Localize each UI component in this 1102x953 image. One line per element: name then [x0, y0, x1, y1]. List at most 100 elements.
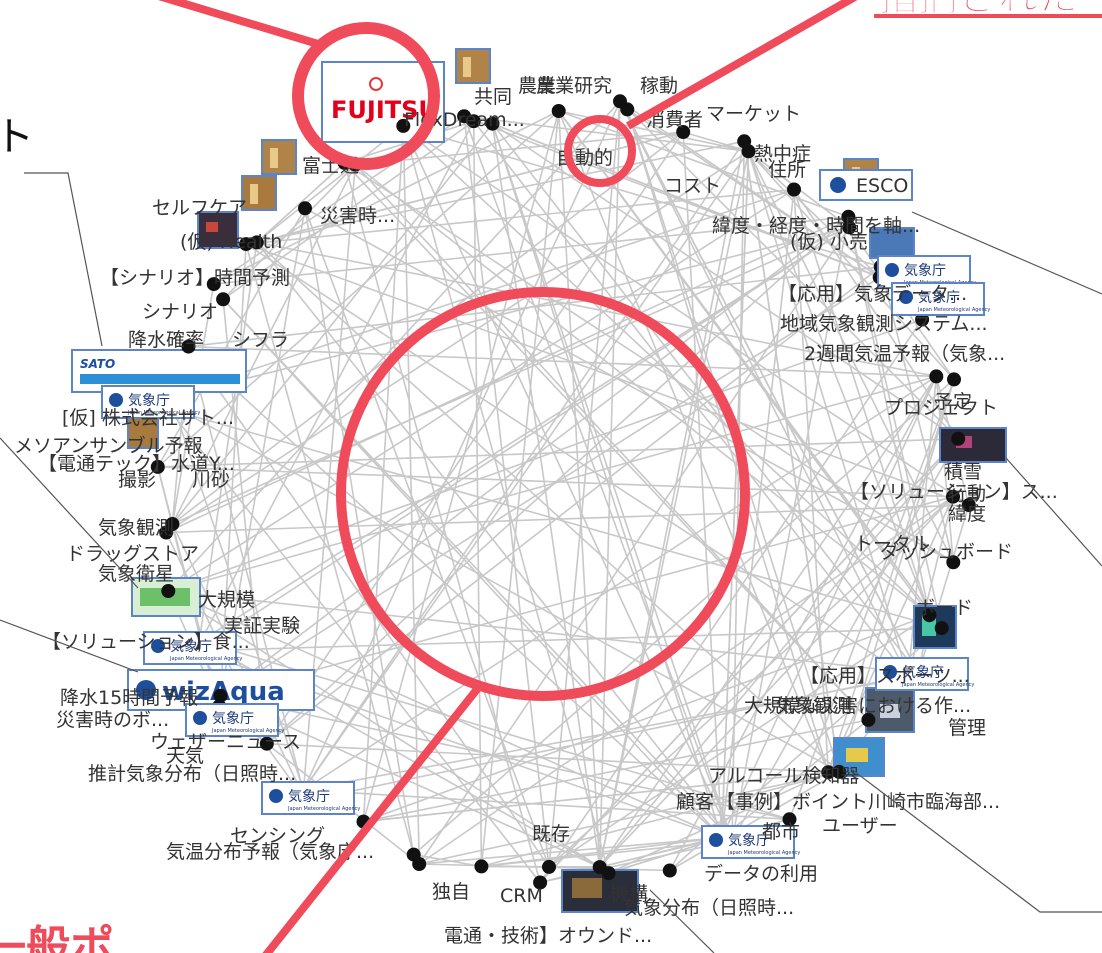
node-label: 地域気象観測システム...: [780, 313, 988, 335]
edge-line: [187, 346, 723, 839]
graph-node[interactable]: [737, 134, 752, 149]
graph-node[interactable]: [533, 875, 548, 890]
graph-node[interactable]: [298, 201, 312, 216]
node-label: プロジェクト: [884, 397, 998, 419]
graph-node[interactable]: [929, 369, 944, 384]
graph-node[interactable]: [213, 688, 228, 703]
graph-node[interactable]: [832, 764, 847, 779]
graph-node[interactable]: [249, 235, 264, 250]
node-label: 気温分布予報（気象庁...: [166, 841, 374, 863]
graph-node[interactable]: [412, 857, 427, 871]
node-label: 熱中症: [754, 143, 811, 165]
graph-node[interactable]: [662, 863, 677, 878]
node-label: 気象分布（日照時...: [624, 897, 794, 919]
jma-logo-text: 気象庁: [288, 789, 330, 805]
edge-line: [731, 438, 959, 841]
graph-node[interactable]: [181, 339, 196, 354]
graph-node[interactable]: [542, 859, 556, 874]
graph-node[interactable]: [239, 237, 254, 252]
thumb-photo-6[interactable]: [561, 869, 639, 913]
node-label: 緯度・経度・時間を軸...: [712, 215, 920, 237]
thumb-room-3[interactable]: [241, 175, 277, 211]
thumb-room-1[interactable]: [455, 48, 491, 84]
edge-line: [599, 496, 954, 868]
edge-line: [473, 120, 909, 678]
graph-node[interactable]: [601, 866, 616, 881]
graph-node[interactable]: [150, 459, 165, 474]
graph-node[interactable]: [934, 621, 949, 636]
node-label: ウェザーニュース: [150, 731, 301, 753]
edge-line: [402, 125, 733, 841]
graph-node[interactable]: [821, 765, 836, 780]
jma-logo-subtext: Japan Meteorological Agency: [901, 682, 974, 688]
callout-leaders: [0, 172, 1102, 953]
graph-node[interactable]: [861, 712, 876, 727]
graph-node[interactable]: [841, 209, 856, 224]
graph-node[interactable]: [613, 94, 627, 109]
edge-line: [167, 590, 601, 868]
node-label: 撮影: [118, 469, 156, 491]
graph-node[interactable]: [787, 182, 801, 197]
edge-line: [608, 771, 829, 874]
thumbnails-layer: FUJITSU SATO wizAqua: [71, 48, 1007, 913]
thumb-photo-4[interactable]: [865, 687, 915, 733]
node-label: ダッシュボード: [880, 541, 1013, 563]
esco-badge[interactable]: [819, 169, 913, 201]
graph-node[interactable]: [782, 812, 797, 827]
edge-line: [354, 164, 930, 616]
edge-line: [743, 141, 840, 773]
graph-node[interactable]: [947, 372, 961, 387]
edge-line: [245, 243, 415, 855]
node-label: 大規模: [198, 589, 255, 611]
edge-line: [598, 141, 745, 868]
graph-node[interactable]: [961, 498, 976, 513]
annotation-line-top-left: [158, 0, 320, 48]
edge-line: [222, 298, 723, 839]
edge-line: [491, 123, 723, 838]
graph-node[interactable]: [206, 277, 221, 292]
node-label: 2週間気温予報（気象...: [804, 343, 1005, 365]
edge-line: [303, 375, 937, 791]
node-label: 【ソリューション】ス...: [850, 481, 1058, 503]
labels-layer: 共同農業農業研究稼動マーケットFlexDream...消費者自動的熱中症コスト住…: [14, 75, 1058, 947]
thumb-photo-1[interactable]: [197, 211, 239, 249]
jma-logo-text: 気象庁: [904, 263, 946, 279]
edge-line: [304, 207, 954, 564]
graph-node[interactable]: [161, 584, 176, 598]
thumb-room-2[interactable]: [261, 139, 297, 175]
edge-line: [302, 100, 621, 791]
graph-node[interactable]: [396, 118, 411, 133]
edge-line: [847, 216, 931, 616]
graph-node[interactable]: [676, 125, 691, 139]
graph-node[interactable]: [159, 525, 174, 540]
edge-line: [266, 216, 849, 745]
leader-line-left-low: [0, 619, 139, 673]
edge-line: [165, 150, 749, 534]
graph-node[interactable]: [946, 489, 960, 504]
thumb-photo-2[interactable]: [939, 427, 1007, 463]
node-label: 災害時...: [320, 205, 395, 227]
graph-node[interactable]: [474, 859, 489, 874]
node-label: (仮) Health: [180, 231, 282, 253]
edge-line: [402, 125, 610, 874]
graph-node[interactable]: [922, 608, 937, 623]
graph-node[interactable]: [259, 736, 274, 751]
edge-line: [213, 115, 465, 285]
graph-node[interactable]: [551, 104, 566, 118]
thumb-room-5[interactable]: [127, 417, 159, 449]
edge-line: [492, 122, 880, 279]
graph-node[interactable]: [951, 431, 966, 446]
graph-node[interactable]: [457, 109, 472, 124]
annotation-circle-small: [564, 115, 636, 187]
graph-node[interactable]: [842, 220, 857, 235]
graph-node[interactable]: [946, 555, 961, 570]
graph-node[interactable]: [485, 116, 500, 131]
graph-node[interactable]: [216, 292, 231, 307]
